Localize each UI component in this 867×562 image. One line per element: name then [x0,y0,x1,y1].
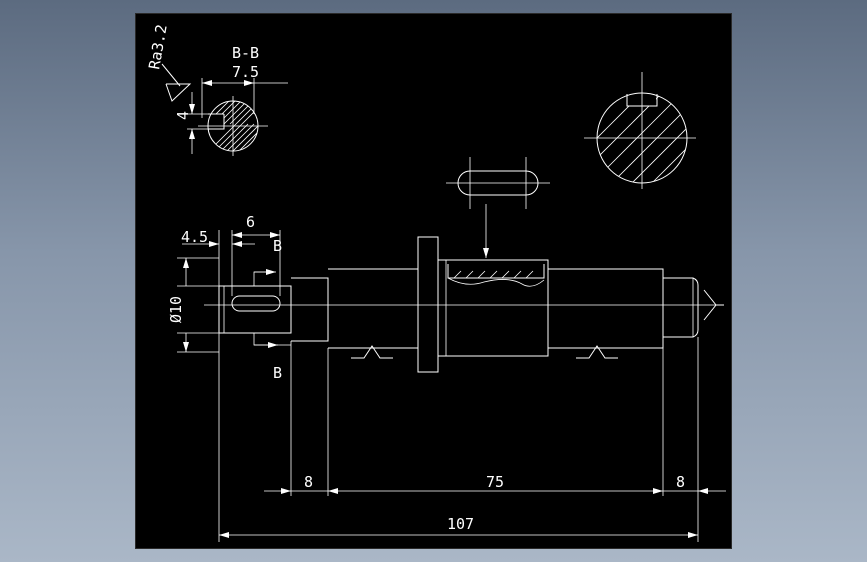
bearing-mark-right [576,345,618,359]
dim-step-left: 8 [304,473,313,491]
dim-keyway-offset: 4.5 [181,228,208,246]
shaft-drawing: 4 B-B 7.5 Ra3.2 [145,23,726,542]
roughness-label: Ra3.2 [145,23,171,71]
cut-label-top: B [273,237,282,255]
dim-step-right: 8 [676,473,685,491]
dim-keyway-width: 7.5 [232,63,259,81]
bearing-mark-left [351,345,393,359]
section-bb-view: 4 B-B 7.5 [174,44,288,156]
dim-middle-length: 75 [486,473,504,491]
section-label: B-B [232,44,259,62]
section-circle-right [584,72,696,189]
keyway-plan-view [446,157,550,258]
dim-overall-length: 107 [447,515,474,533]
left-keyway-slot [231,295,281,312]
dimensions: 6 4.5 Ø10 8 75 8 107 [167,213,726,542]
cad-viewport[interactable]: 4 B-B 7.5 Ra3.2 [135,13,732,549]
roughness-symbol: Ra3.2 [145,23,192,102]
dim-keyway-depth: 4 [174,111,192,120]
dim-diameter: Ø10 [167,296,185,323]
dim-keyway-length: 6 [246,213,255,231]
cut-label-bottom: B [273,364,282,382]
shaft-main-view: B B [204,236,724,382]
shaft-collar [417,236,439,373]
